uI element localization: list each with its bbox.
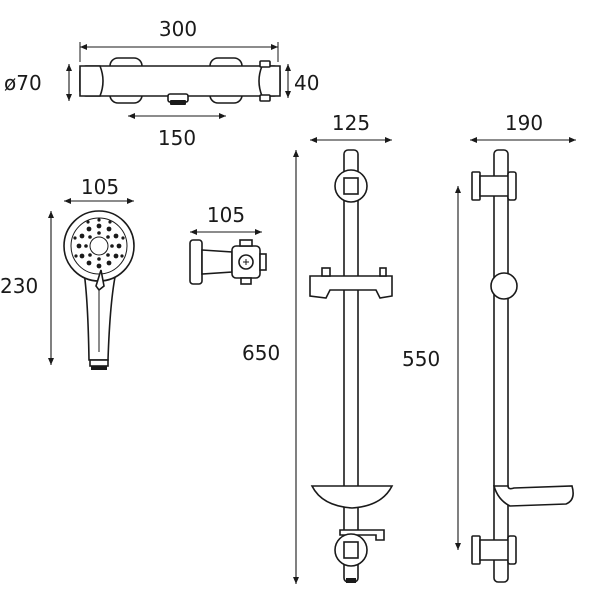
dimension-handset-width: 105: [64, 175, 134, 204]
label-230: 230: [0, 274, 38, 298]
riser-rail-front: [309, 149, 394, 583]
label-190: 190: [505, 111, 543, 135]
dimension-valve-diameter: ø70: [4, 64, 72, 101]
dimension-rail-side-height: 550: [402, 186, 461, 550]
label-105-handset: 105: [81, 175, 119, 199]
dimension-rail-front-height: 650: [242, 150, 299, 584]
label-diameter-70: ø70: [4, 71, 42, 95]
label-550: 550: [402, 347, 440, 371]
hand-shower: [63, 210, 135, 370]
label-150: 150: [158, 126, 196, 150]
riser-rail-side: [471, 149, 574, 583]
dimension-rail-side-width: 190: [470, 111, 576, 143]
dimension-valve-width: 300: [79, 17, 279, 62]
thermostatic-valve: [79, 57, 281, 105]
dimension-outlet-width: 105: [190, 203, 262, 235]
label-40: 40: [294, 71, 319, 95]
dimension-valve-depth: 40: [285, 64, 319, 98]
label-300: 300: [159, 17, 197, 41]
label-650: 650: [242, 341, 280, 365]
dimension-valve-centres: 150: [128, 113, 226, 150]
label-125: 125: [332, 111, 370, 135]
wall-outlet: [189, 239, 267, 285]
label-105-outlet: 105: [207, 203, 245, 227]
dimension-rail-front-width: 125: [310, 111, 392, 143]
dimension-handset-length: 230: [0, 211, 54, 365]
